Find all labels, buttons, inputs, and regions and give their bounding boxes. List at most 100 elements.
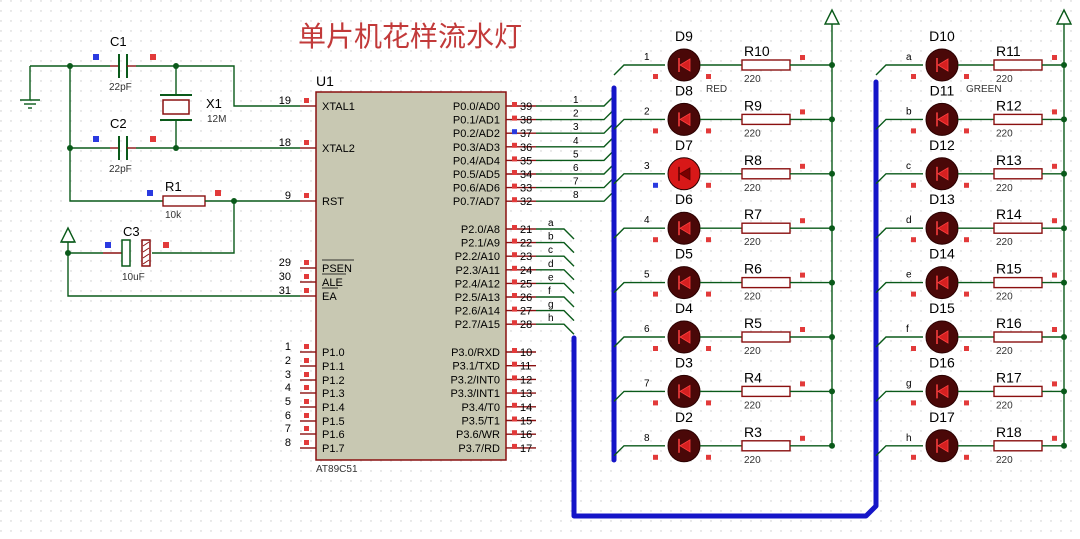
led-d4[interactable] — [667, 320, 701, 354]
led-bus-wire[interactable] — [875, 445, 923, 457]
led-d16[interactable] — [925, 374, 959, 408]
led-bus-wire[interactable] — [875, 281, 923, 294]
led-bus-wire[interactable] — [613, 173, 665, 185]
port2-wire[interactable] — [536, 269, 575, 281]
led-bus-wire[interactable] — [613, 118, 665, 130]
resistor-r11[interactable] — [993, 59, 1043, 71]
led-d11[interactable] — [925, 102, 959, 136]
led-bus-wire[interactable] — [875, 336, 923, 348]
resistor-r7[interactable] — [741, 222, 791, 234]
led-bus-wire[interactable] — [875, 118, 923, 130]
led-d2[interactable] — [667, 429, 701, 463]
led-bus-wire[interactable] — [613, 281, 665, 294]
led-bus-wire[interactable] — [613, 336, 665, 348]
resistor-r15[interactable] — [993, 276, 1043, 289]
port2-wire[interactable] — [536, 323, 575, 335]
resistor-r14[interactable] — [993, 222, 1043, 234]
led-d8[interactable] — [667, 102, 701, 136]
led-d12[interactable] — [925, 157, 959, 191]
resistor-r5[interactable] — [741, 331, 791, 343]
xtal1-wire[interactable] — [136, 65, 300, 107]
resistor-r17[interactable] — [993, 385, 1043, 398]
resistor-r12[interactable] — [993, 113, 1043, 126]
port0-wire[interactable] — [536, 163, 615, 175]
resistor-r3[interactable] — [741, 440, 791, 452]
led-bus-wire[interactable] — [613, 390, 665, 402]
resistor-r6[interactable] — [741, 276, 791, 289]
port0-wire[interactable] — [536, 190, 615, 202]
led-d9[interactable] — [667, 48, 701, 82]
led-bus-wire[interactable] — [875, 390, 923, 402]
led-d7[interactable] — [667, 157, 701, 191]
resistor-r10[interactable] — [741, 59, 791, 71]
led-d6[interactable] — [667, 211, 701, 245]
port0-wire[interactable] — [536, 95, 615, 107]
crystal-x1[interactable] — [160, 94, 192, 121]
resistor-r9[interactable] — [741, 113, 791, 126]
green-bus[interactable] — [571, 79, 879, 519]
led-d5[interactable] — [667, 266, 701, 300]
led-bus-wire[interactable] — [613, 64, 665, 76]
resistor-r13[interactable] — [993, 168, 1043, 180]
resistor-r4[interactable] — [741, 385, 791, 398]
port0-wire[interactable] — [536, 149, 615, 162]
port0-wire[interactable] — [536, 177, 615, 189]
port2-wire[interactable] — [536, 282, 575, 294]
led-d3[interactable] — [667, 374, 701, 408]
port0-wire[interactable] — [536, 109, 615, 121]
led-d14[interactable] — [925, 266, 959, 300]
capacitor-c2[interactable] — [110, 136, 136, 160]
resistor-r1[interactable] — [162, 195, 206, 207]
port0-wire[interactable] — [536, 122, 615, 134]
c3-rst-wire[interactable] — [152, 201, 235, 254]
led-d15[interactable] — [925, 320, 959, 354]
led-d13[interactable] — [925, 211, 959, 245]
rst-ground-wire[interactable] — [69, 148, 163, 202]
led-bus-wire[interactable] — [875, 173, 923, 185]
port2-wire[interactable] — [536, 241, 575, 254]
led-bus-wire[interactable] — [875, 227, 923, 239]
capacitor-c1[interactable] — [110, 54, 136, 78]
resistor-r8[interactable] — [741, 168, 791, 180]
led-bus-wire[interactable] — [875, 64, 923, 76]
resistor-r16[interactable] — [993, 331, 1043, 343]
capacitor-c3[interactable] — [103, 239, 151, 267]
led-d10[interactable] — [925, 48, 959, 82]
port2-wire[interactable] — [536, 255, 575, 267]
mcu-body[interactable] — [315, 91, 507, 461]
port2-wire[interactable] — [536, 296, 575, 308]
port2-wire[interactable] — [536, 309, 575, 322]
led-bus-wire[interactable] — [613, 227, 665, 239]
resistor-r18[interactable] — [993, 440, 1043, 452]
